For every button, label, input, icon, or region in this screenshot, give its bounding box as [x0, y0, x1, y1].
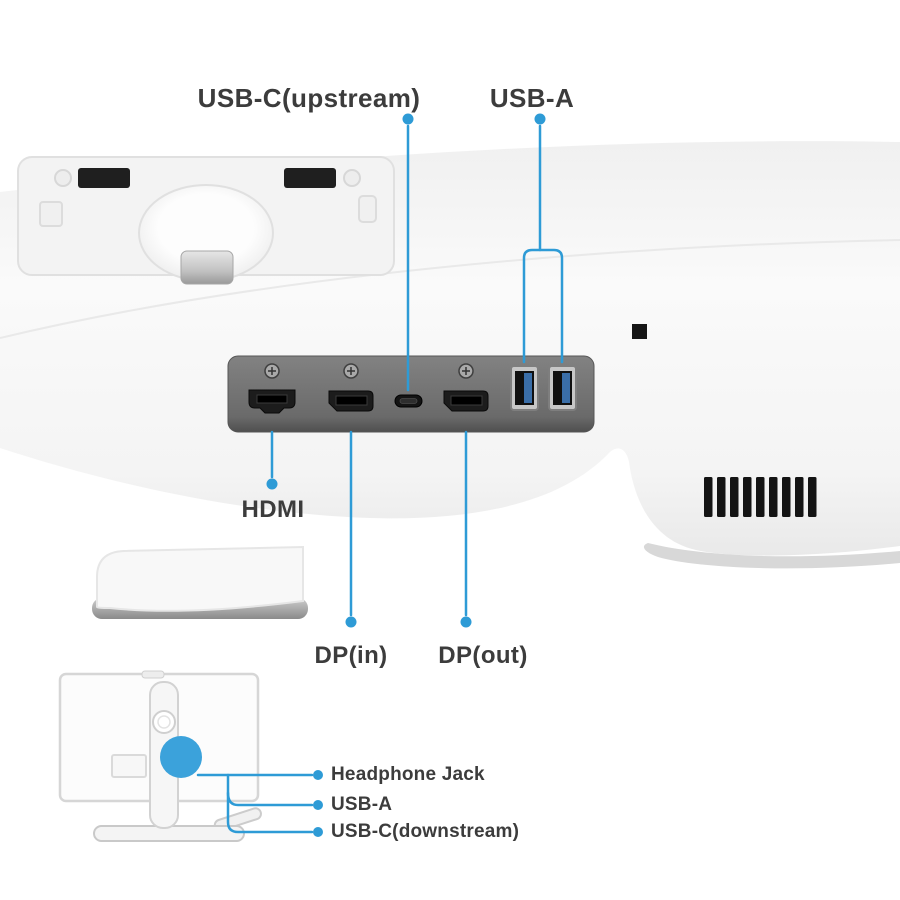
usb-a-port-2 — [548, 365, 577, 411]
hdmi-port — [248, 389, 296, 414]
usb-a-port-1 — [510, 365, 539, 411]
usb-a-bracket-line — [522, 248, 564, 364]
usb-a-side-dot — [313, 800, 323, 810]
usb-a-side-label: USB-A — [331, 794, 393, 815]
screw-above-dp-out — [458, 363, 474, 379]
hdmi-dot — [266, 478, 278, 490]
mini-monitor-port-panel — [111, 754, 147, 778]
mini-monitor — [58, 670, 262, 842]
dp-in-port — [328, 390, 374, 412]
hdmi-label: HDMI — [241, 496, 305, 523]
dp-out-port — [443, 390, 489, 412]
callout-lines — [196, 124, 564, 834]
vesa-slot-left — [78, 168, 130, 188]
dp-in-dot — [345, 616, 357, 628]
dp-out-label: DP(out) — [438, 642, 528, 669]
stand-mount-tab — [180, 250, 234, 285]
usb-c-downstream-dot — [313, 827, 323, 837]
cable-hole-inner — [157, 715, 171, 729]
callout-dots — [266, 113, 546, 837]
vesa-hole-left — [54, 169, 72, 187]
vesa-small-slot — [358, 195, 377, 223]
vent-grille — [704, 477, 817, 517]
screw-above-dp-in — [343, 363, 359, 379]
usb-c-downstream-label: USB-C(downstream) — [331, 821, 520, 842]
headphone-jack-dot — [313, 770, 323, 780]
usb-c-upstream-label: USB-C(upstream) — [197, 83, 421, 113]
vesa-square-cutout — [39, 201, 63, 227]
usb-c-port — [394, 394, 423, 408]
bottom-edge-shadow — [643, 543, 900, 569]
usb-a-top-label: USB-A — [489, 83, 575, 113]
side-ports-highlight — [160, 736, 202, 778]
usb-a-dot — [534, 113, 546, 125]
screw-above-hdmi — [264, 363, 280, 379]
mini-monitor-top-tab — [141, 670, 165, 679]
vesa-hole-right — [343, 169, 361, 187]
usb-c-downstream-line — [226, 773, 314, 834]
dp-out-dot — [460, 616, 472, 628]
top-fold-line — [0, 239, 900, 339]
port-recess — [227, 355, 595, 433]
vesa-mount-plate — [17, 156, 395, 285]
cable-hole — [152, 710, 176, 734]
vesa-slot-right — [284, 168, 336, 188]
small-square-detail — [632, 324, 647, 339]
monitor-stand-base — [92, 545, 308, 619]
headphone-jack-label: Headphone Jack — [331, 764, 485, 785]
usb-c-upstream-dot — [402, 113, 414, 125]
dp-in-label: DP(in) — [314, 642, 388, 669]
